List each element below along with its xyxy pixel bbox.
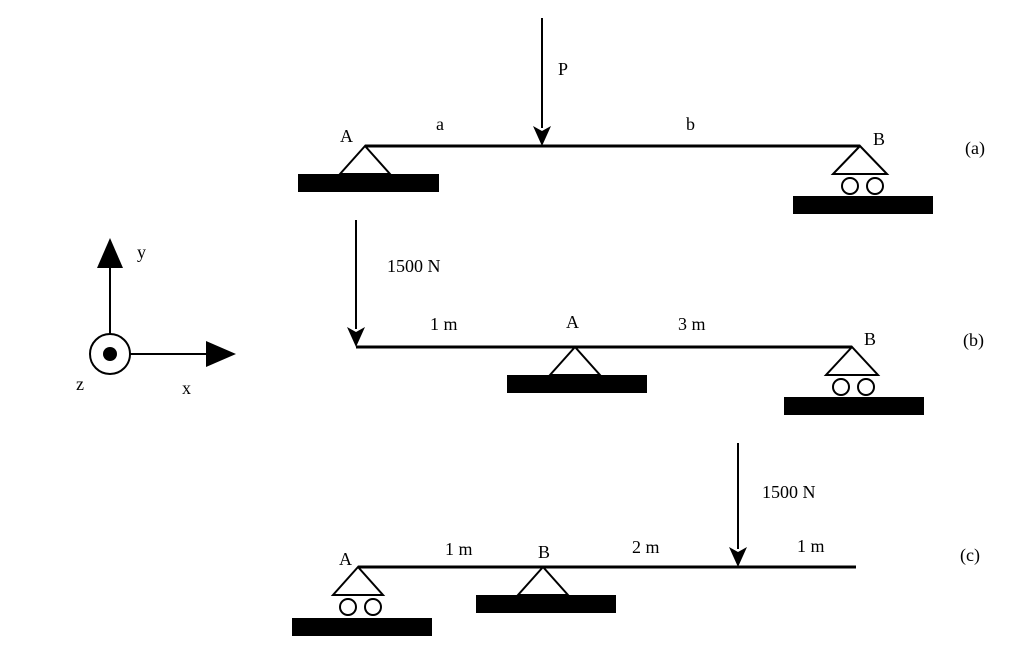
x-axis-arrowhead <box>206 341 236 367</box>
diagram-c: 1500 N A B 1 m 2 m 1 m (c) <box>292 443 980 636</box>
segment-label-3: 1 m <box>797 536 825 556</box>
support-label-b: B <box>873 129 885 149</box>
load-label: 1500 N <box>762 482 816 502</box>
roller-wheel <box>866 177 884 195</box>
coordinate-axes: y x z <box>76 238 236 398</box>
diagram-tag-c: (c) <box>960 545 980 566</box>
ground-block <box>298 174 439 192</box>
pin-support-a <box>298 144 439 192</box>
segment-label-right: 3 m <box>678 314 706 334</box>
ground-block <box>784 397 924 415</box>
z-axis-icon <box>89 333 131 375</box>
roller-wheel <box>339 598 357 616</box>
pin-support-b <box>476 565 616 613</box>
roller-wheel <box>841 177 859 195</box>
ground-block <box>507 375 647 393</box>
roller-support-a <box>292 565 432 636</box>
diagram-tag-a: (a) <box>965 138 985 159</box>
support-label-b: B <box>864 329 876 349</box>
segment-label-b: b <box>686 114 695 134</box>
load-arrow-p-head <box>533 126 551 146</box>
segment-label-2: 2 m <box>632 537 660 557</box>
y-axis-arrowhead <box>97 238 123 268</box>
support-label-a: A <box>566 312 579 332</box>
y-axis-label: y <box>137 242 146 262</box>
segment-label-left: 1 m <box>430 314 458 334</box>
roller-wheel <box>364 598 382 616</box>
load-label: 1500 N <box>387 256 441 276</box>
z-axis-label: z <box>76 374 84 394</box>
load-label-p: P <box>558 59 568 79</box>
diagram-b: 1500 N A B 1 m 3 m (b) <box>347 220 984 415</box>
support-label-a: A <box>339 549 352 569</box>
ground-block <box>292 618 432 636</box>
support-label-b: B <box>538 542 550 562</box>
segment-label-a: a <box>436 114 444 134</box>
pin-support-a <box>507 345 647 393</box>
diagram-tag-b: (b) <box>963 330 984 351</box>
load-arrow-head <box>347 327 365 347</box>
segment-label-1: 1 m <box>445 539 473 559</box>
ground-block <box>476 595 616 613</box>
roller-wheel <box>857 378 875 396</box>
roller-wheel <box>832 378 850 396</box>
roller-support-b <box>784 345 924 415</box>
roller-support-b <box>793 144 933 214</box>
diagram-a: P A B a b (a) <box>298 18 985 214</box>
x-axis-label: x <box>182 378 191 398</box>
load-arrow-head <box>729 547 747 567</box>
support-label-a: A <box>340 126 353 146</box>
ground-block <box>793 196 933 214</box>
